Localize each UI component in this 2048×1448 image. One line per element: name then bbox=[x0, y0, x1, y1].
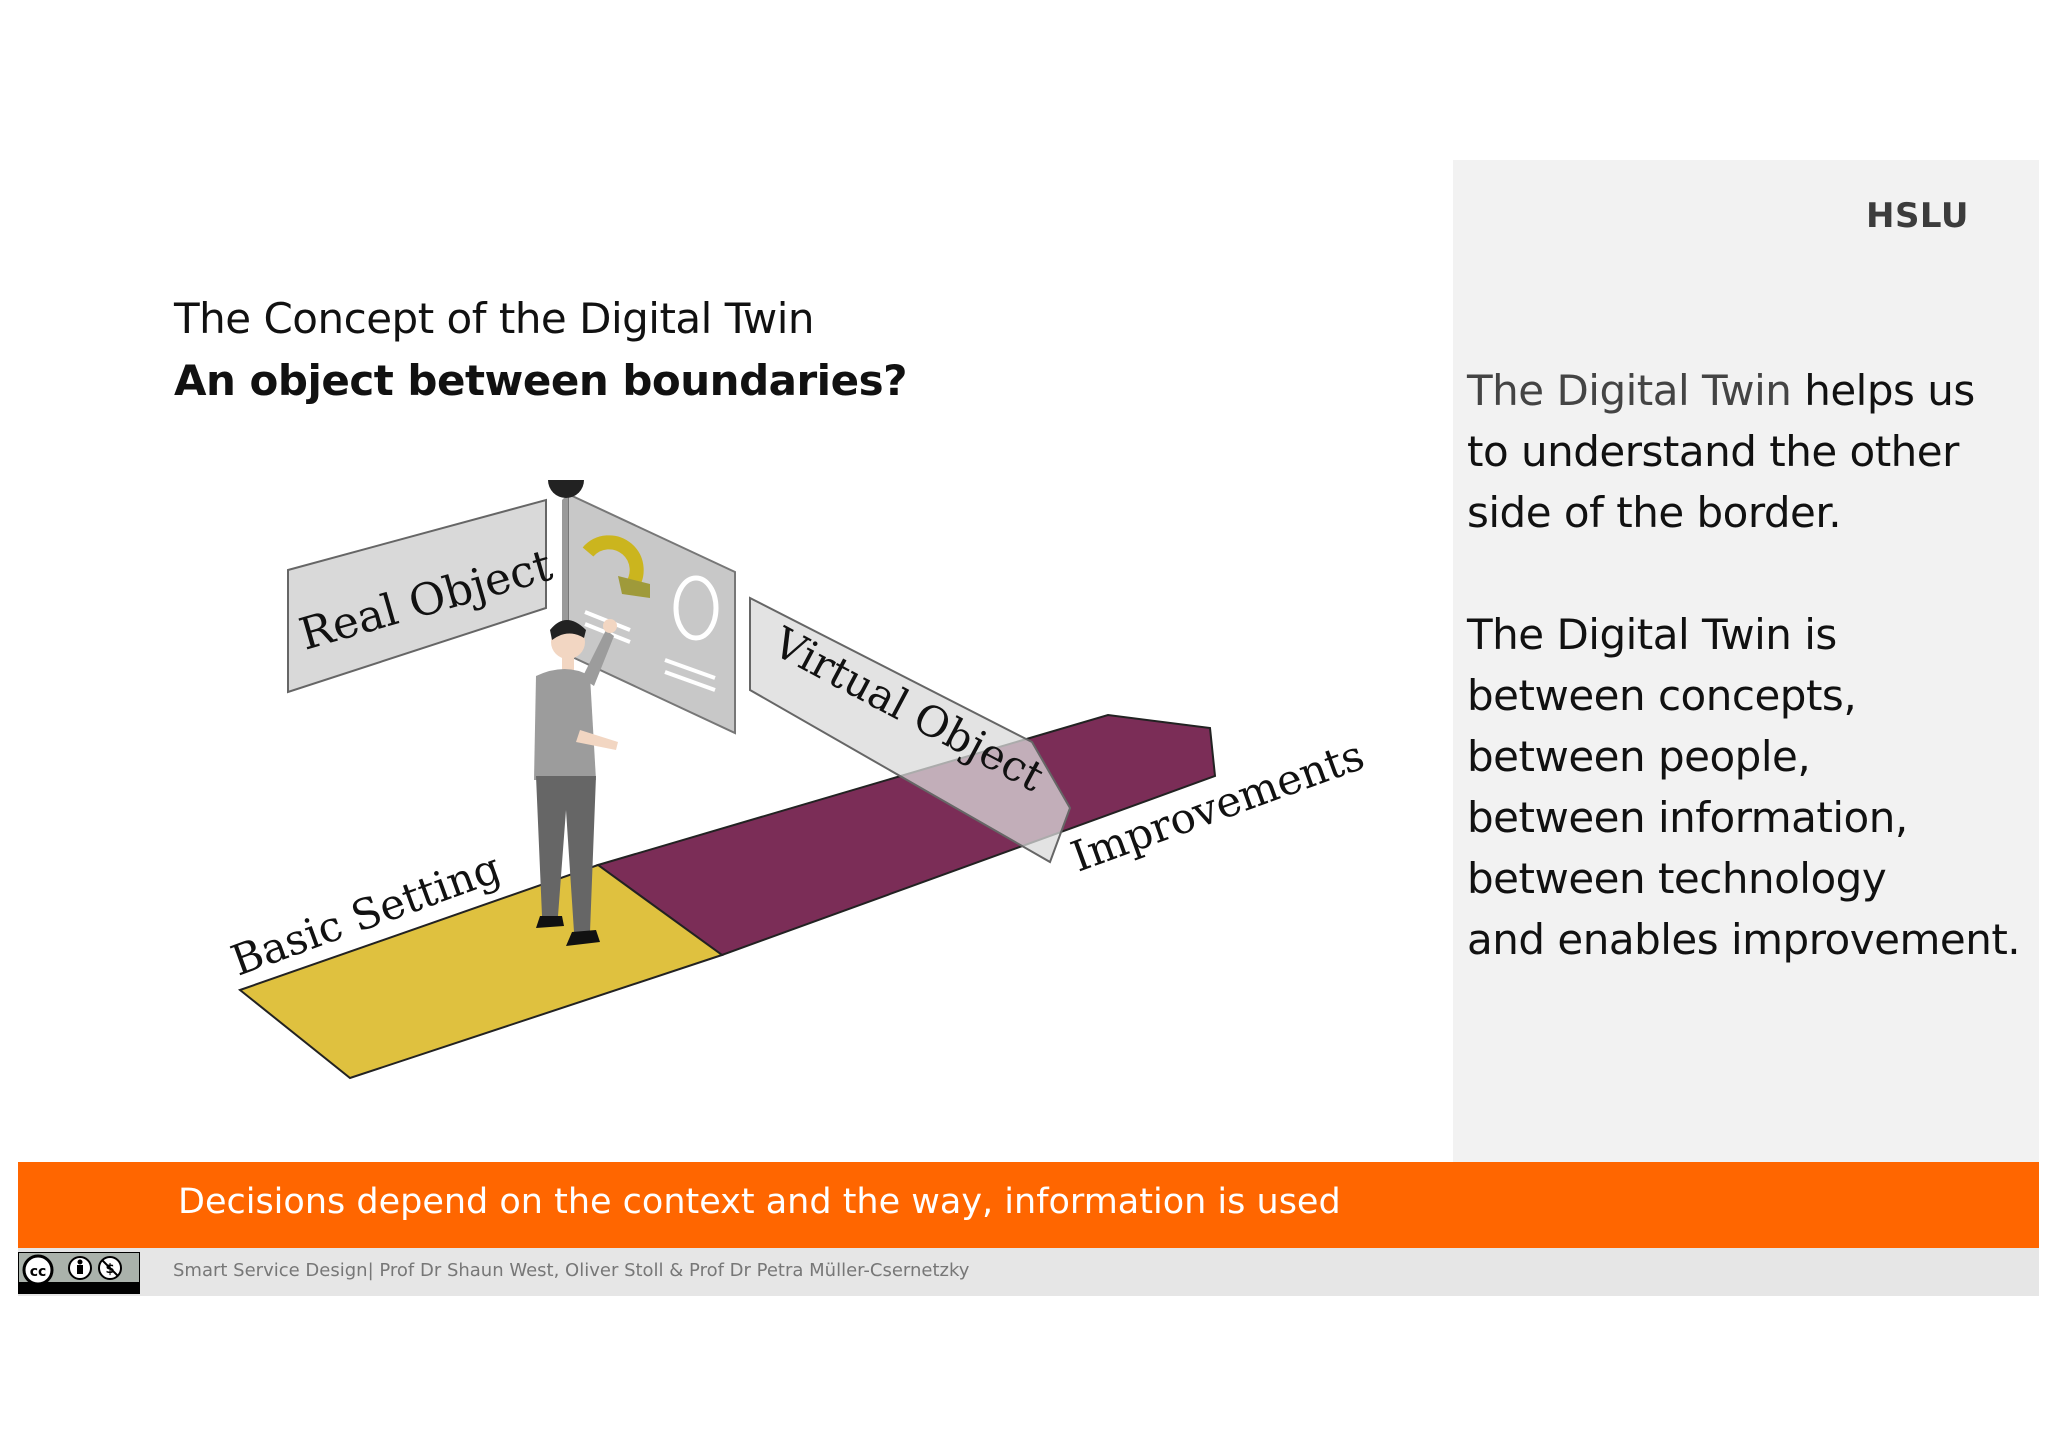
panel-paragraph-1: The Digital Twin helps us to understand … bbox=[1467, 360, 2032, 543]
chart-arc bbox=[582, 535, 644, 593]
footer-text: Smart Service Design| Prof Dr Shaun West… bbox=[173, 1260, 970, 1281]
basic-setting-path bbox=[237, 863, 725, 1080]
panel-line: between concepts, bbox=[1467, 671, 1857, 720]
person-figure bbox=[534, 480, 618, 946]
panel-line: between technology bbox=[1467, 854, 1887, 903]
conclusion-banner: Decisions depend on the context and the … bbox=[18, 1162, 2039, 1248]
footer: cc $ Smart Service Design| Prof Dr Shaun… bbox=[18, 1248, 2039, 1296]
cc-by-nc-icon: cc $ bbox=[18, 1252, 140, 1294]
real-object-panel bbox=[287, 498, 547, 694]
right-panel: HSLU The Digital Twin helps us to unders… bbox=[1453, 160, 2039, 1162]
panel-line: to understand the other bbox=[1467, 427, 1959, 476]
digital-twin-illustration: Real Object Virtual Object Basi bbox=[225, 480, 1370, 1080]
panel-paragraph-2: The Digital Twin is between concepts, be… bbox=[1467, 604, 2032, 970]
panel-line: The Digital Twin helps us bbox=[1467, 366, 1975, 415]
svg-text:cc: cc bbox=[30, 1264, 47, 1280]
title-line-1: The Concept of the Digital Twin bbox=[174, 294, 815, 343]
panel-line: side of the border. bbox=[1467, 488, 1842, 537]
banner-text: Decisions depend on the context and the … bbox=[178, 1182, 1341, 1222]
page-title: The Concept of the Digital Twin An objec… bbox=[174, 288, 907, 412]
panel-line: between people, bbox=[1467, 732, 1811, 781]
svg-text:$: $ bbox=[105, 1262, 114, 1277]
virtual-object-panel bbox=[749, 596, 1072, 864]
screen-circle bbox=[673, 575, 719, 641]
title-line-2: An object between boundaries? bbox=[174, 356, 907, 405]
panel-line: The Digital Twin is bbox=[1467, 610, 1837, 659]
panel-line: between information, bbox=[1467, 793, 1908, 842]
hslu-logo: HSLU bbox=[1865, 196, 1969, 236]
panel-text: The Digital Twin helps us to understand … bbox=[1467, 360, 2032, 970]
panel-line: and enables improvement. bbox=[1467, 915, 2021, 964]
